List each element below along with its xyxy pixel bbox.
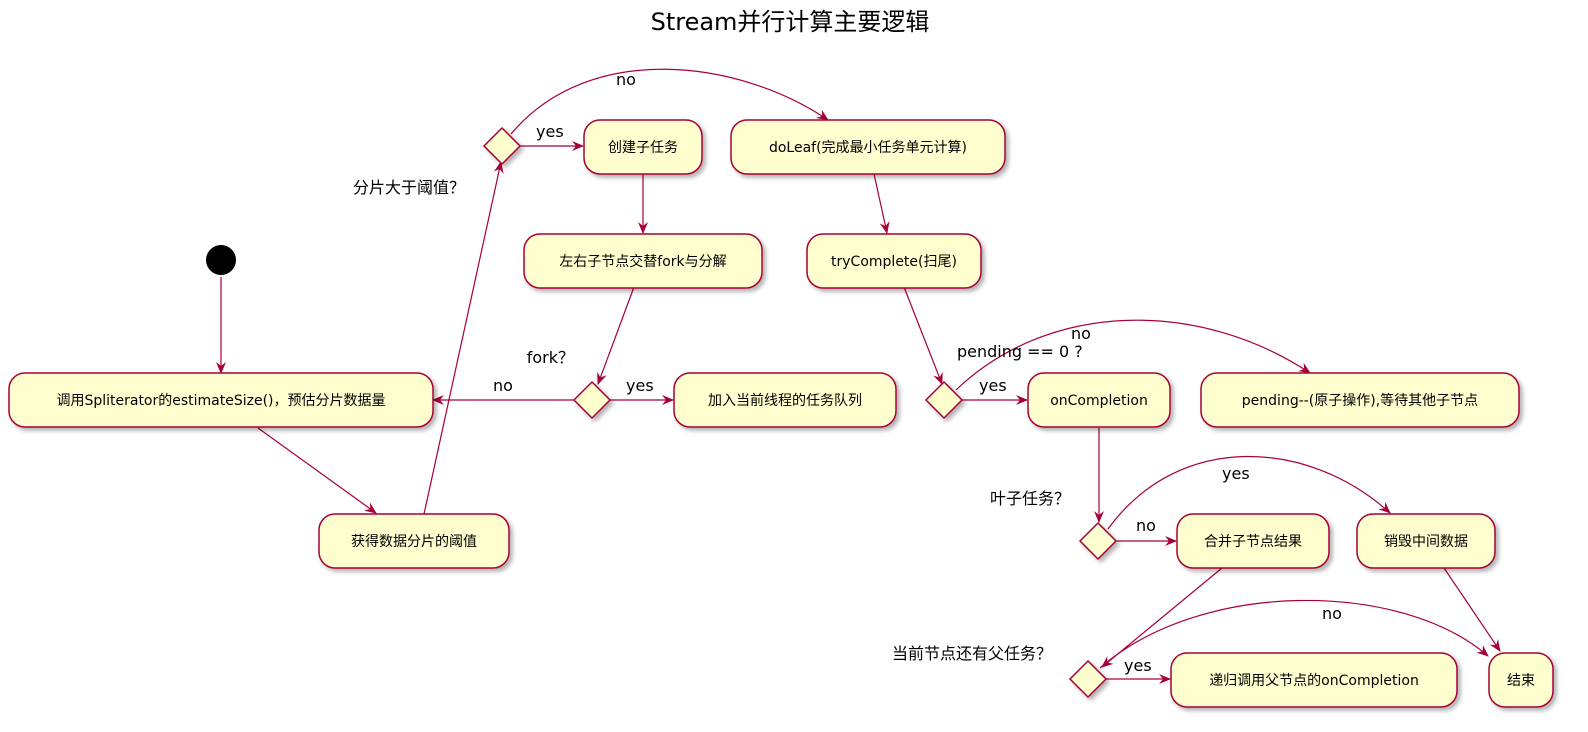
edge-threshold-to-decision1 <box>423 161 504 515</box>
question-pending-zero: pending == 0 ? <box>957 342 1083 361</box>
node-recursive-label: 递归调用父节点的onCompletion <box>1209 672 1419 689</box>
edge-decision1-no <box>510 68 829 135</box>
question-leaf-task: 叶子任务？ <box>990 489 1070 508</box>
node-destroy-label: 销毁中间数据 <box>1384 534 1468 550</box>
label-decision3-yes: yes <box>979 376 1007 395</box>
label-decision4-no: no <box>1136 516 1156 535</box>
label-decision2-no: no <box>493 376 513 395</box>
node-merge-label: 合并子节点结果 <box>1204 534 1302 550</box>
edge-decision5-no <box>1099 599 1489 669</box>
question-has-parent: 当前节点还有父任务？ <box>892 644 1052 663</box>
label-decision2-yes: yes <box>626 376 654 395</box>
decision-size-gt-threshold <box>482 126 522 166</box>
node-end-label: 结束 <box>1507 673 1535 689</box>
node-end: 结束 <box>1488 652 1554 708</box>
decision-leaf-task <box>1078 521 1118 561</box>
node-doleaf-label: doLeaf(完成最小任务单元计算) <box>769 140 967 156</box>
label-decision1-no: no <box>616 70 636 89</box>
node-oncompletion: onCompletion <box>1027 372 1171 428</box>
decision-has-parent <box>1068 659 1108 699</box>
edge-decision4-yes <box>1107 455 1391 530</box>
label-decision5-no: no <box>1322 604 1342 623</box>
edge-estimate-to-threshold <box>257 427 377 514</box>
question-size-gt-threshold: 分片大于阈值？ <box>353 178 465 197</box>
decision-pending-zero <box>924 380 964 420</box>
edges <box>216 68 1501 684</box>
node-enqueue: 加入当前线程的任务队列 <box>673 372 897 428</box>
question-fork: fork？ <box>527 348 574 367</box>
node-create-subtask: 创建子任务 <box>583 119 703 175</box>
label-decision4-yes: yes <box>1222 464 1250 483</box>
node-recursive: 递归调用父节点的onCompletion <box>1170 652 1458 708</box>
diagram-title: Stream并行计算主要逻辑 <box>651 8 930 36</box>
node-trycomplete-label: tryComplete(扫尾) <box>831 254 957 270</box>
label-decision1-yes: yes <box>536 122 564 141</box>
start-node <box>206 245 236 275</box>
node-pending-dec-label: pending--(原子操作),等待其他子节点 <box>1242 392 1478 409</box>
node-destroy: 销毁中间数据 <box>1356 513 1496 569</box>
node-estimate: 调用Spliterator的estimateSize()，预估分片数据量 <box>8 372 434 428</box>
label-decision5-yes: yes <box>1124 656 1152 675</box>
edge-fork-to-decision2 <box>597 286 635 385</box>
node-pending-dec: pending--(原子操作),等待其他子节点 <box>1200 372 1520 428</box>
edge-destroy-to-end <box>1443 567 1501 652</box>
node-threshold-label: 获得数据分片的阈值 <box>351 533 477 550</box>
node-oncompletion-label: onCompletion <box>1050 393 1148 409</box>
node-estimate-label: 调用Spliterator的estimateSize()，预估分片数据量 <box>56 393 385 409</box>
edge-decision3-no <box>955 319 1311 391</box>
edge-trycomplete-to-decision3 <box>903 286 943 385</box>
label-decision3-no: no <box>1071 324 1091 343</box>
edge-doleaf-to-trycomplete <box>873 173 890 234</box>
decision-fork <box>572 380 612 420</box>
node-trycomplete: tryComplete(扫尾) <box>806 233 982 289</box>
node-merge: 合并子节点结果 <box>1176 513 1330 569</box>
node-doleaf: doLeaf(完成最小任务单元计算) <box>730 119 1006 175</box>
node-enqueue-label: 加入当前线程的任务队列 <box>708 392 862 409</box>
node-fork-split: 左右子节点交替fork与分解 <box>523 233 763 289</box>
node-fork-split-label: 左右子节点交替fork与分解 <box>559 253 726 270</box>
node-create-subtask-label: 创建子任务 <box>608 140 678 156</box>
node-threshold: 获得数据分片的阈值 <box>318 513 510 569</box>
